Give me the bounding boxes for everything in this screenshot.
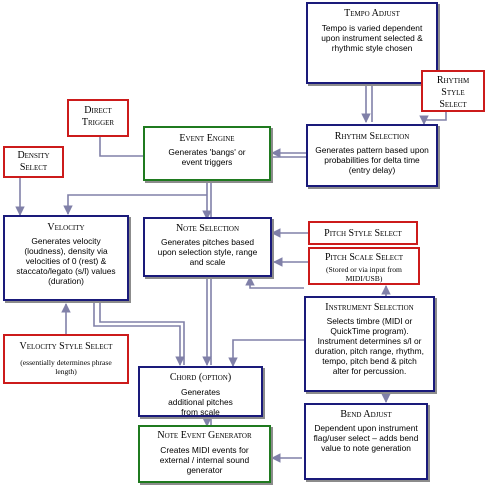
node-title: Density Select — [17, 150, 50, 173]
edge-velocity-to-chord-2 — [99, 302, 185, 365]
node-title: Chord (option) — [169, 372, 232, 383]
node-title: Rhythm Selection — [334, 131, 410, 142]
node-note: (Stored or via input from MIDI/USB) — [326, 265, 402, 283]
node-title: Tempo Adjust — [344, 8, 400, 19]
node-description: Generates velocity (loudness), density v… — [16, 236, 116, 286]
node-title: Bend Adjust — [340, 409, 392, 420]
node-note-event-generator: Note Event Generator Creates MIDI events… — [138, 425, 271, 483]
node-note-selection: Note Selection Generates pitches based u… — [143, 217, 272, 277]
node-title: Pitch Style Select — [324, 228, 402, 239]
node-note: (essentially determines phrase length) — [20, 358, 112, 376]
node-direct-trigger: Direct Trigger — [67, 99, 129, 137]
node-title: Rhythm Style Select — [436, 75, 470, 110]
node-pitch-style-select: Pitch Style Select — [308, 221, 418, 245]
node-title: Velocity Style Select — [19, 341, 113, 352]
node-tempo-adjust: Tempo Adjust Tempo is varied dependent u… — [306, 2, 438, 84]
node-title: Pitch Scale Select — [324, 252, 404, 263]
node-title: Note Selection — [175, 223, 240, 234]
node-velocity: Velocity Generates velocity (loudness), … — [3, 215, 129, 301]
node-bend-adjust: Bend Adjust Dependent upon instrument fl… — [304, 403, 428, 480]
edge-instrument-to-chord — [228, 339, 304, 367]
node-description: Dependent upon instrument flag/user sele… — [313, 423, 419, 453]
edge-velocity-to-chord — [93, 302, 185, 366]
node-event-engine: Event Engine Generates 'bangs' or event … — [143, 126, 271, 181]
node-description: Creates MIDI events for external / inter… — [159, 445, 250, 475]
node-title: Velocity — [47, 222, 85, 233]
node-description: Tempo is varied dependent upon instrumen… — [321, 23, 423, 53]
node-instrument-selection: Instrument Selection Selects timbre (MID… — [304, 296, 435, 392]
node-rhythm-selection: Rhythm Selection Generates pattern based… — [306, 124, 438, 187]
edge-trigger-to-engine — [99, 136, 155, 161]
node-description: Generates pitches based upon selection s… — [157, 237, 258, 267]
node-description: Generates pattern based upon probabiliti… — [315, 145, 429, 175]
node-velocity-style-select: Velocity Style Select (essentially deter… — [3, 334, 129, 384]
node-rhythm-style-select: Rhythm Style Select — [421, 70, 485, 112]
node-description: Generates 'bangs' or event triggers — [168, 147, 246, 167]
node-title: Note Event Generator — [157, 430, 252, 441]
node-title: Direct Trigger — [81, 105, 115, 128]
node-density-select: Density Select — [3, 146, 64, 178]
node-pitch-scale-select: Pitch Scale Select (Stored or via input … — [308, 247, 420, 285]
node-description: Generates additional pitches from scale — [168, 387, 233, 417]
edge-instrument-to-note — [245, 276, 304, 289]
edge-engine-to-velocity — [63, 194, 207, 215]
node-title: Event Engine — [179, 133, 235, 144]
node-chord: Chord (option) Generates additional pitc… — [138, 366, 263, 417]
edge-rhythmstyle-to-rhythm — [419, 111, 447, 125]
node-description: Selects timbre (MIDI or QuickTime progra… — [315, 316, 424, 376]
node-title: Instrument Selection — [325, 302, 414, 313]
